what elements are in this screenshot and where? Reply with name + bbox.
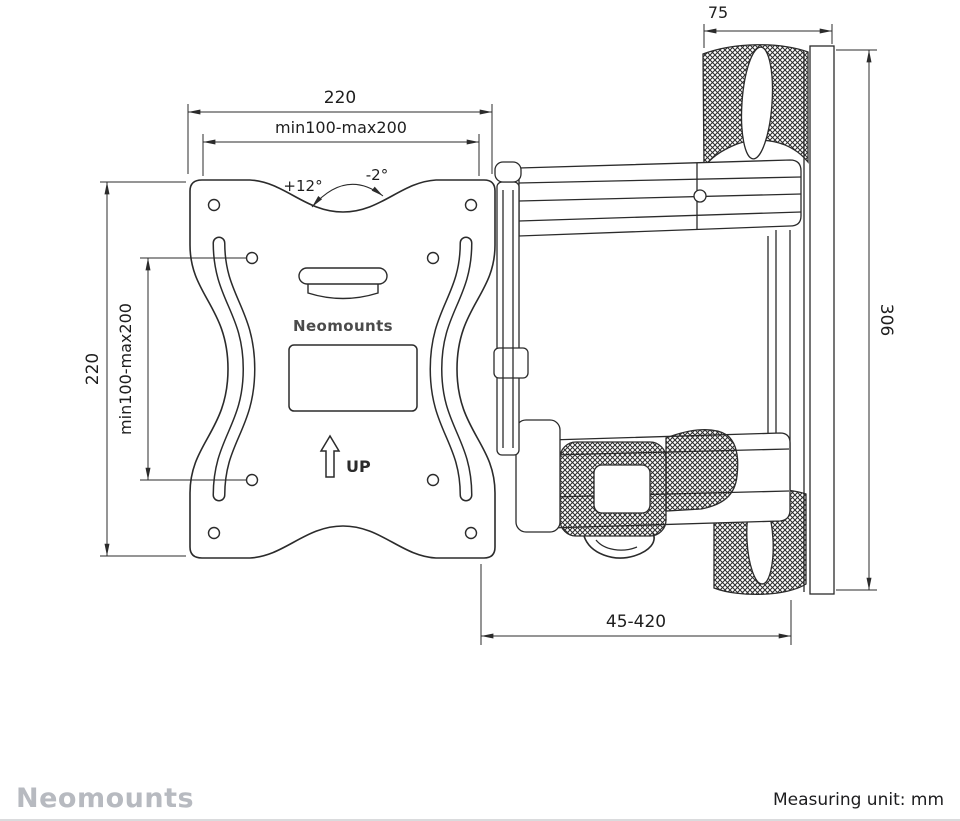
wall-mount-technical-drawing: Neomounts UP 220 min100-max200 220 min10… [83, 3, 896, 645]
right-slot [429, 236, 473, 502]
tilt-arc [311, 183, 384, 208]
mounting-holes [207, 198, 478, 540]
left-slot [212, 236, 256, 502]
hinge-bar [496, 181, 520, 456]
vesa-plate: Neomounts UP [189, 179, 496, 559]
bottom-divider [0, 819, 960, 821]
dim-bracket-width-label: 75 [708, 3, 728, 22]
arm-joint-pin [693, 189, 707, 203]
handle-cutout [298, 267, 388, 300]
clamp-window [593, 464, 651, 514]
dim-top-vesa-label: min100-max200 [275, 118, 407, 137]
tilt-up-label: +12° [283, 177, 322, 195]
dim-top-width: 220 [187, 88, 493, 174]
dim-tilt-angles: +12° -2° [283, 166, 388, 208]
dim-left-vesa: min100-max200 [116, 257, 246, 481]
hinge-lower-bracket [515, 419, 561, 533]
hinge-collar [493, 347, 529, 379]
brand-logo: Neomounts [16, 783, 195, 814]
plate-hinge [493, 161, 561, 533]
plate-center-window [288, 344, 418, 412]
hinge-pivot [494, 161, 522, 183]
upper-arm [518, 159, 802, 237]
dim-left-height-label: 220 [83, 353, 103, 385]
dim-top-vesa: min100-max200 [202, 118, 480, 176]
strap-hook [583, 532, 655, 559]
plate-outline [189, 179, 496, 559]
dim-left-vesa-label: min100-max200 [116, 303, 135, 435]
up-label: UP [346, 457, 371, 476]
dim-left-height: 220 [83, 181, 186, 557]
dim-top-width-label: 220 [324, 88, 356, 108]
dim-bracket-width: 75 [703, 3, 833, 48]
top-cap-highlight [740, 46, 774, 160]
lower-arm [549, 429, 791, 559]
measuring-unit-note: Measuring unit: mm [772, 790, 944, 810]
footer: Neomounts Measuring unit: mm [0, 783, 960, 814]
dim-bracket-height: 306 [836, 49, 896, 591]
plate-brand-label: Neomounts [293, 317, 393, 335]
tilt-down-label: -2° [366, 166, 388, 184]
dim-arm-extension-label: 45-420 [606, 612, 666, 632]
clamp-wedge [665, 429, 739, 512]
dim-arm-extension: 45-420 [480, 564, 792, 645]
dim-bracket-height-label: 306 [876, 304, 896, 336]
up-arrow-icon [319, 434, 341, 478]
wall-plate [809, 45, 835, 595]
